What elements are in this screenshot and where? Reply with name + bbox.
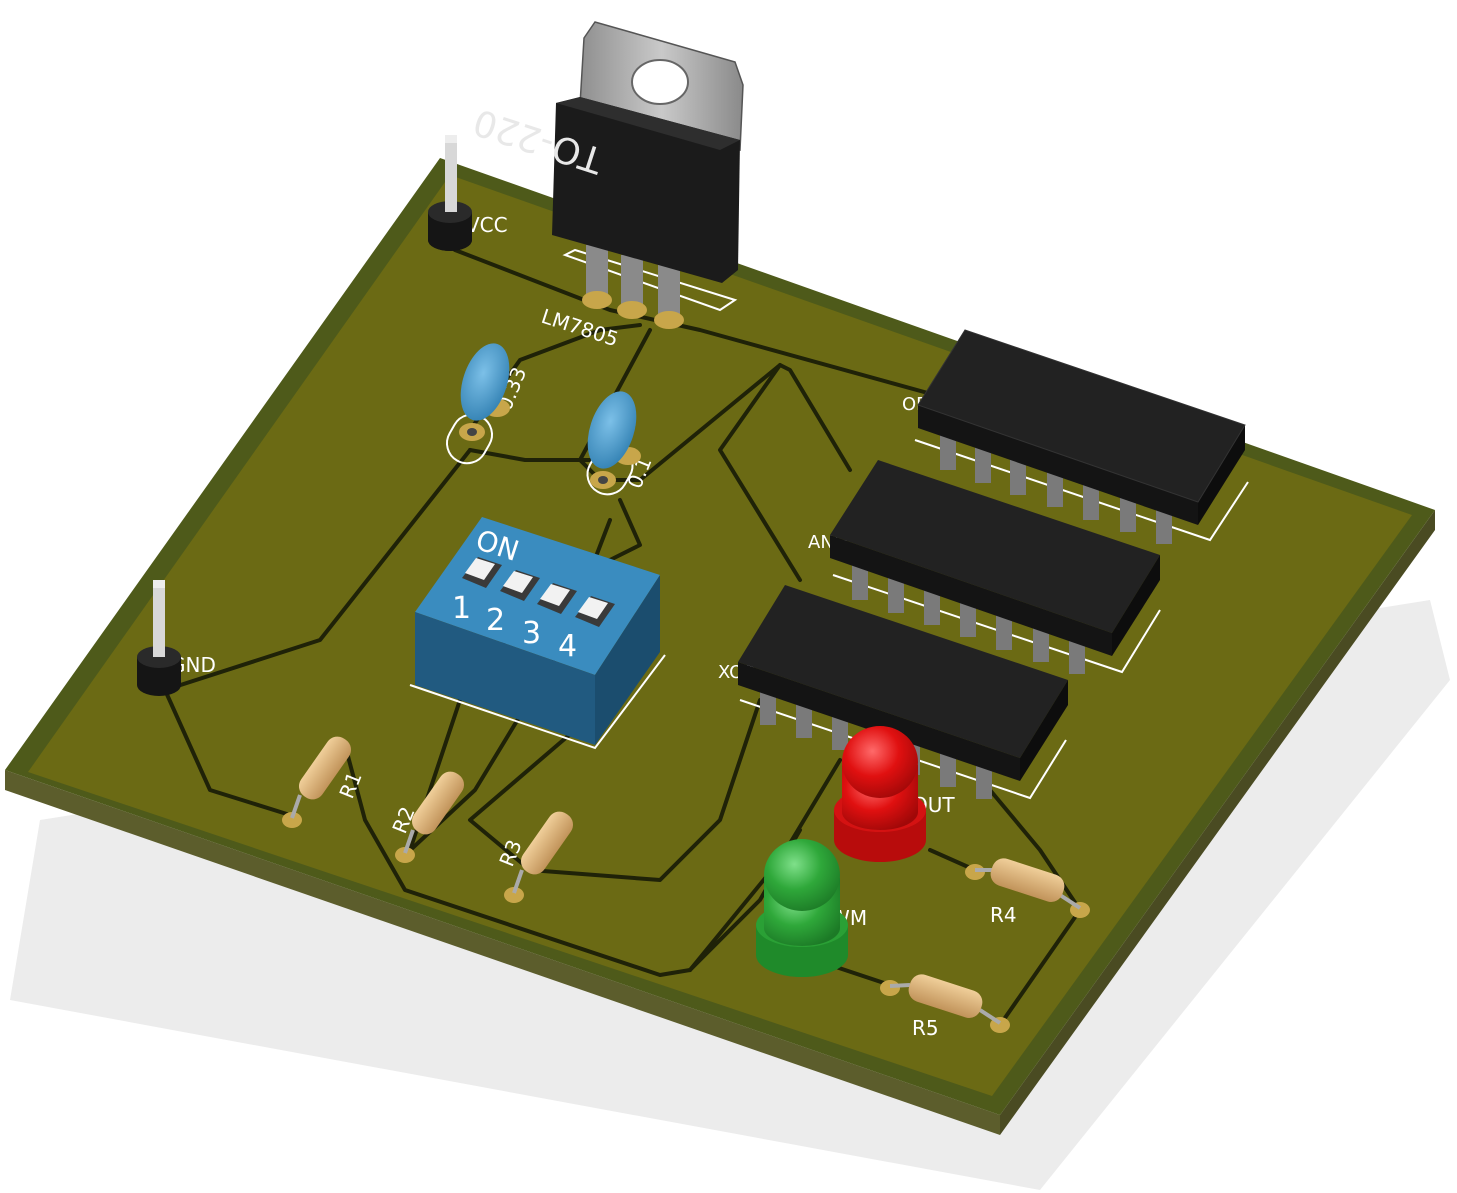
vcc-header-pin (428, 135, 472, 251)
resistor-r2 (395, 771, 465, 863)
dip-toggle-3 (537, 583, 577, 614)
r4-label: R4 (990, 903, 1017, 927)
ic-and-chip (830, 460, 1161, 674)
led-green (756, 839, 848, 977)
dip-toggle-2 (500, 570, 540, 601)
r5-label: R5 (912, 1016, 939, 1040)
dip-switch: ON 1 2 3 4 (409, 517, 666, 750)
dip-number-1: 1 (452, 591, 471, 626)
voltage-regulator: TO-220 (469, 21, 744, 329)
dip-number-3: 3 (522, 616, 541, 651)
resistor-r5 (880, 974, 1010, 1033)
resistor-r4 (965, 858, 1090, 918)
dip-number-4: 4 (558, 629, 577, 664)
vcc-label: VCC (466, 213, 508, 237)
dip-number-2: 2 (486, 603, 505, 638)
dip-toggle-4 (575, 596, 615, 627)
capacitor-c2 (586, 391, 641, 496)
ic-or-chip (914, 329, 1249, 544)
resistor-r1 (282, 736, 352, 828)
led-red (834, 726, 926, 862)
board-edge-right (1000, 510, 1435, 1135)
dip-toggle-1 (462, 557, 502, 588)
capacitor-c1 (446, 343, 510, 465)
board-edge (5, 770, 1000, 1135)
gnd-header-pin (137, 580, 181, 696)
resistor-r3 (504, 811, 574, 903)
